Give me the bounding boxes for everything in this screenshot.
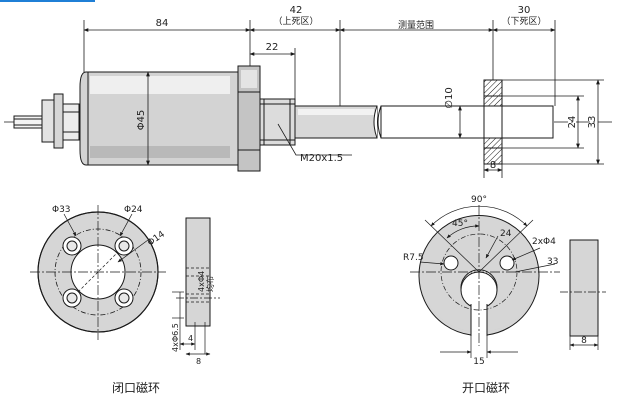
sensor-housing xyxy=(79,71,239,166)
open-ring-caption: 开口磁环 xyxy=(462,380,510,395)
label-thread: M20x1.5 xyxy=(300,153,343,164)
closed-ring-holes xyxy=(62,236,134,308)
open-ring-holes xyxy=(443,255,515,271)
closed-ring-caption: 闭口磁环 xyxy=(112,380,160,395)
label-upper-dead-zone: （上死区） xyxy=(273,16,318,27)
closed-ring-front-view xyxy=(30,205,166,340)
open-ring-side-body xyxy=(569,239,599,337)
closed-d8: 8 xyxy=(196,357,201,366)
sensor-side-view xyxy=(4,65,612,172)
open-angle45: 45° xyxy=(452,219,468,229)
dim-33: 33 xyxy=(587,116,598,129)
sensor-dimension-labels: 84 42 （上死区） 测量范围 30 （下死区） 22 Φ45 ∅10 24 … xyxy=(136,5,598,171)
closed-d4: 4 xyxy=(188,334,193,343)
open-ring-body xyxy=(418,215,540,336)
connector-flange xyxy=(53,93,64,149)
open-angle90: 90° xyxy=(471,195,487,205)
open-r75: R7.5 xyxy=(403,253,424,263)
thread-section xyxy=(259,98,296,146)
closed-even: 均布 xyxy=(205,276,215,292)
magnet-ring-top xyxy=(483,79,503,107)
closed-phi14: Φ14 xyxy=(146,229,167,248)
closed-ring-side-labels: 4xΦ4 均布 4xΦ6.5 4 8 xyxy=(171,271,215,366)
cable xyxy=(13,115,43,129)
open-ring-front-view xyxy=(410,205,560,358)
probe-rod-far xyxy=(380,105,554,139)
closed-phi24: Φ24 xyxy=(124,205,143,215)
dim-84: 84 xyxy=(156,18,169,29)
open-d24: 24 xyxy=(500,229,512,239)
top-accent-bar xyxy=(0,0,95,2)
dim-30: 30 xyxy=(518,5,531,16)
open-holes: 2xΦ4 xyxy=(532,237,556,247)
connector-nut xyxy=(41,99,55,143)
sensor-dimensions xyxy=(83,20,604,178)
closed-holes: 4xΦ4 xyxy=(197,271,206,292)
dim-phi45: Φ45 xyxy=(136,110,147,131)
dim-22: 22 xyxy=(266,42,279,53)
dim-8: 8 xyxy=(490,160,496,171)
label-measuring-range: 测量范围 xyxy=(398,19,434,31)
closed-holes-65: 4xΦ6.5 xyxy=(171,323,180,352)
dim-42: 42 xyxy=(290,5,303,16)
open-ring-labels: 90° 45° 24 2xΦ4 33 R7.5 15 xyxy=(403,195,558,367)
label-lower-dead-zone: （下死区） xyxy=(501,16,546,27)
closed-ring-side-view xyxy=(172,217,220,356)
closed-phi33: Φ33 xyxy=(52,205,71,215)
dim-phi10: ∅10 xyxy=(444,87,455,108)
closed-ring-side-body xyxy=(185,217,211,327)
open-ring-side-view xyxy=(560,239,606,350)
open-d8: 8 xyxy=(581,336,587,346)
open-d33: 33 xyxy=(547,257,558,267)
open-d15: 15 xyxy=(473,357,484,367)
dim-24: 24 xyxy=(567,116,578,129)
